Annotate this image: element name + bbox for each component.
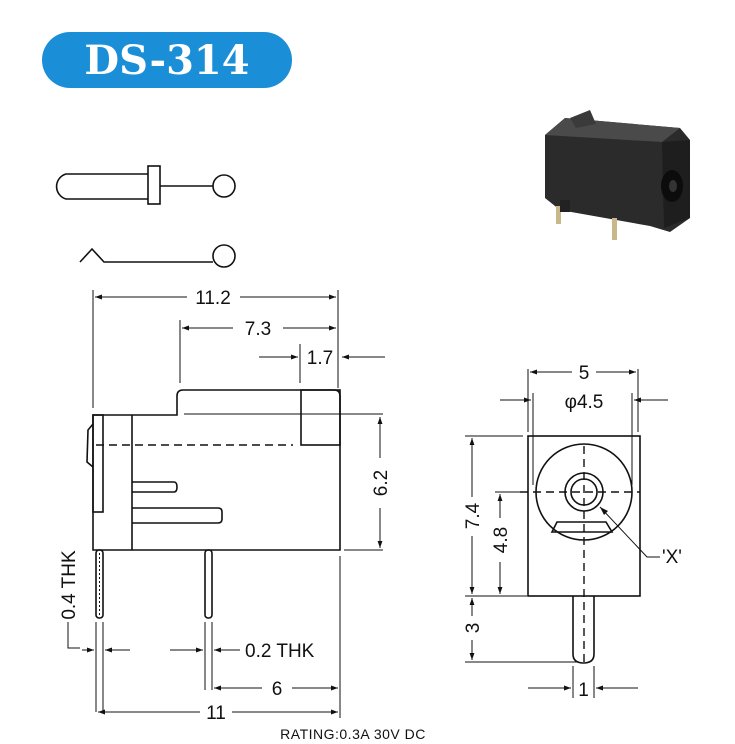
dim-hole-diameter: φ4.5 — [565, 392, 604, 413]
dim-pin-width: 1 — [578, 680, 589, 701]
side-view: 11.2 7.3 1.7 6.2 0.4 THK 0.2 THK 6 — [59, 288, 392, 724]
dim-overall-length: 11.2 — [195, 288, 231, 309]
model-title: DS-314 — [84, 37, 249, 84]
dim-pin-spacing: 6 — [272, 679, 283, 700]
dim-width: 5 — [579, 363, 590, 384]
dim-center-height: 4.8 — [491, 527, 512, 553]
pin-callout-x: 'X' — [662, 547, 682, 568]
product-photo — [545, 110, 690, 240]
rating-label: RATING:0.3A 30V DC — [280, 726, 426, 742]
plug-symbol — [55, 165, 236, 205]
dim-height: 6.2 — [371, 470, 392, 496]
dim-mid-pin-thickness: 0.2 THK — [245, 641, 315, 662]
switch-symbol — [79, 244, 236, 268]
dim-left-pin-thickness: 0.4 THK — [59, 550, 80, 620]
dim-barrel-length: 7.3 — [245, 319, 271, 340]
front-view: 'X' 5 φ4.5 7.4 4.8 3 1 — [463, 363, 682, 701]
dim-pin-length: 3 — [463, 623, 484, 634]
dim-pin-span: 11 — [206, 703, 226, 724]
dim-front-step: 1.7 — [307, 348, 333, 369]
title-badge: DS-314 — [42, 32, 292, 88]
dim-front-height: 7.4 — [463, 502, 484, 529]
